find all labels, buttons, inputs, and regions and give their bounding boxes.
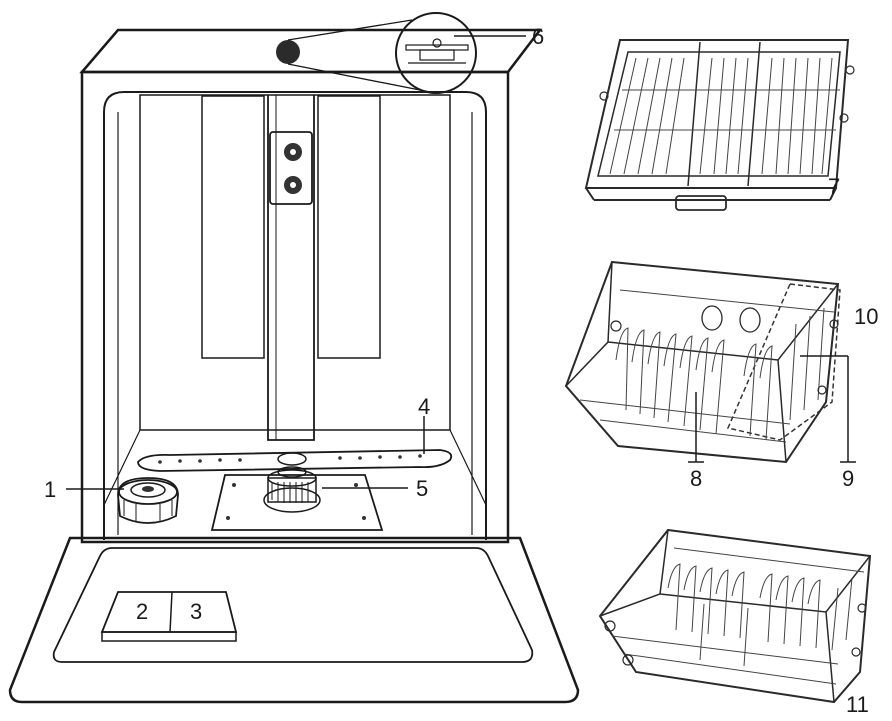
cutlery-tray bbox=[584, 39, 855, 211]
plate-screw bbox=[232, 483, 236, 487]
plate-screw bbox=[226, 516, 230, 520]
connector-port-top-hole bbox=[290, 149, 296, 155]
inner-tub bbox=[103, 91, 487, 540]
magnifier-circle bbox=[395, 12, 477, 94]
callout-8: 8 bbox=[690, 466, 702, 491]
upper-connector bbox=[269, 131, 313, 205]
detergent-dispenser bbox=[100, 591, 238, 642]
lower-basket bbox=[598, 528, 872, 704]
callout-10: 10 bbox=[854, 304, 878, 329]
magnified-rating-label bbox=[405, 38, 469, 64]
callout-4: 4 bbox=[418, 394, 430, 419]
dishwasher-cabinet bbox=[79, 12, 543, 544]
callout-2: 2 bbox=[136, 599, 148, 624]
dishwasher-door bbox=[8, 536, 580, 704]
lower-spray-arm bbox=[137, 449, 453, 472]
door-outer bbox=[8, 536, 580, 704]
filter-assembly bbox=[263, 466, 321, 513]
callout-1: 1 bbox=[44, 477, 56, 502]
filter-plate bbox=[210, 474, 384, 531]
callout-3: 3 bbox=[190, 599, 202, 624]
callout-6: 6 bbox=[532, 24, 544, 49]
plate-screw bbox=[354, 483, 358, 487]
salt-container-cap bbox=[117, 477, 179, 524]
cabinet-frame bbox=[80, 70, 510, 544]
floor-left bbox=[103, 429, 141, 506]
floor-right bbox=[449, 429, 487, 506]
magnifier-ray bbox=[287, 19, 413, 41]
door-inner-panel bbox=[52, 547, 534, 663]
upper-basket bbox=[564, 260, 856, 464]
callout-9: 9 bbox=[842, 466, 854, 491]
connector-port-bottom-hole bbox=[290, 182, 296, 188]
back-panel-left bbox=[201, 95, 265, 359]
back-wall-panel bbox=[139, 94, 451, 431]
magnifier-ray bbox=[287, 63, 431, 93]
plate-screw bbox=[362, 516, 366, 520]
back-panel-right bbox=[317, 95, 381, 359]
callout-7: 7 bbox=[828, 174, 840, 199]
callout-11: 11 bbox=[846, 692, 869, 717]
water-supply-tube bbox=[267, 95, 315, 441]
callout-5: 5 bbox=[416, 476, 428, 501]
rating-label-dot bbox=[276, 40, 300, 64]
